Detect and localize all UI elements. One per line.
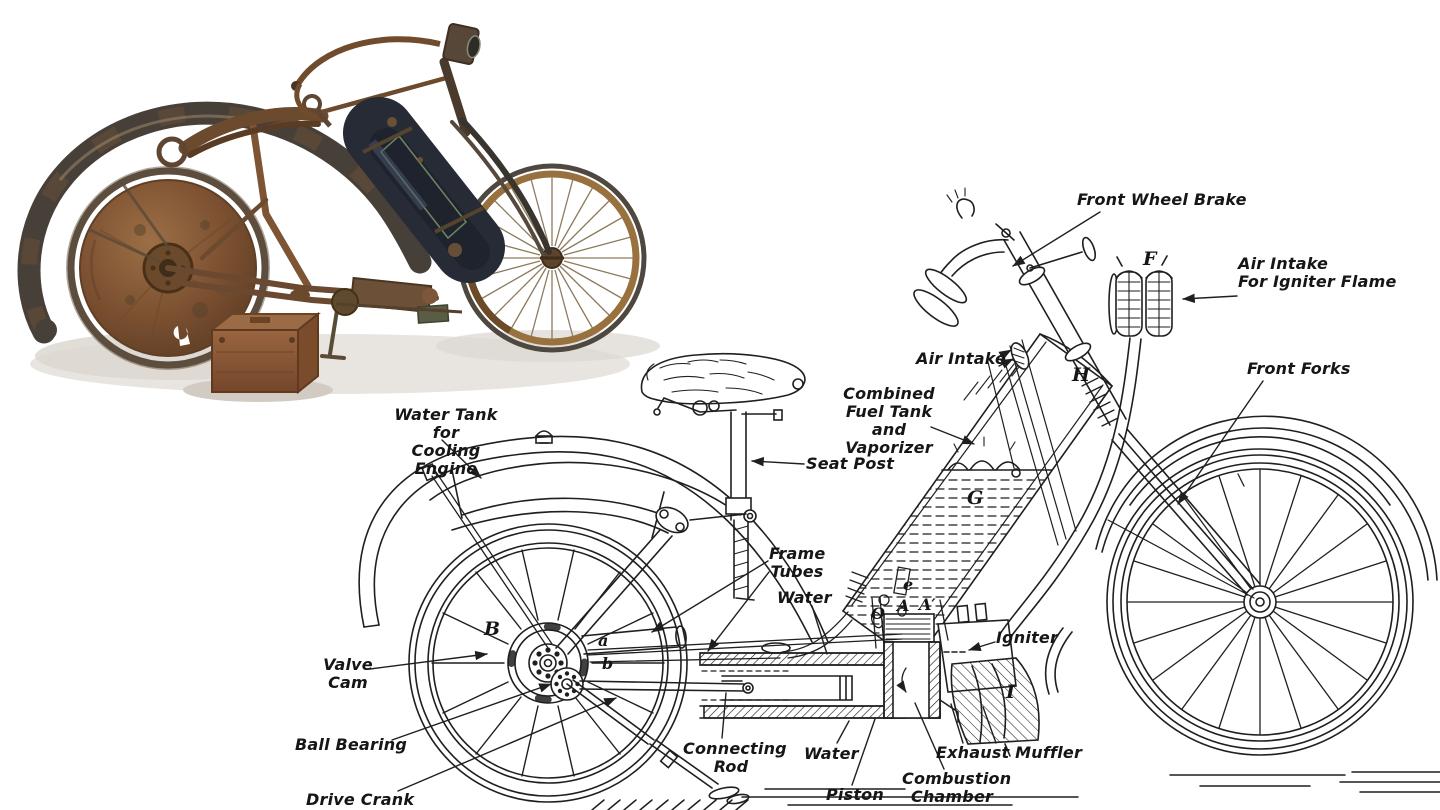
part-letter-b: b [602, 654, 614, 673]
front-forks-tubes [1111, 428, 1261, 596]
handlebars [913, 187, 1097, 327]
label-water-lower: Water [804, 744, 859, 763]
mud-flap [1044, 627, 1073, 695]
part-letter-I: I [1006, 681, 1015, 703]
label-front-wheel-brake: Front Wheel Brake [1077, 190, 1247, 209]
seat-stay-tube [555, 529, 673, 655]
valve-rods [579, 633, 903, 692]
air-intake-drum [999, 255, 1173, 639]
label-ball-bearing: Ball Bearing [295, 735, 407, 754]
label-drive-crank: Drive Crank [306, 790, 415, 809]
photo-battery-box [209, 311, 321, 395]
igniter-flame-pipe [999, 337, 1131, 635]
label-frame-tubes: Frame Tubes [769, 544, 826, 581]
engine-cylinder [699, 642, 941, 719]
part-letter-G: G [967, 487, 984, 509]
label-exhaust-muffler: Exhaust Muffler [936, 743, 1083, 762]
label-valve-cam: Valve Cam [323, 655, 373, 692]
photo-fuel-tank [343, 97, 505, 283]
ground-lines [591, 771, 1440, 810]
exhaust-muffler-shape [950, 657, 1040, 757]
connecting-rod-lines [579, 680, 745, 692]
front-wheel [1106, 448, 1414, 756]
label-combustion-chamber: Combustion Chamber [902, 769, 1012, 806]
piston-detail [721, 675, 853, 701]
label-piston: Piston [826, 785, 884, 804]
photo-frame [165, 57, 552, 360]
label-combined-fuel-tank: Combined Fuel Tank and Vaporizer [843, 384, 935, 457]
label-seat-post: Seat Post [806, 454, 895, 473]
label-water-upper: Water [777, 588, 832, 607]
saddle [640, 352, 806, 416]
seat-post [555, 409, 783, 655]
drive-crank-arm [566, 679, 655, 745]
part-letter-A-prime: A′ [919, 595, 936, 614]
brake-lever [1029, 251, 1083, 269]
label-front-forks: Front Forks [1247, 359, 1351, 378]
vintage-motorcycle-photo [17, 23, 660, 402]
part-letter-B: B [484, 618, 501, 640]
steering-head [995, 223, 1127, 427]
label-igniter: Igniter [996, 628, 1059, 647]
photo-engine-parts [290, 276, 463, 324]
part-letter-e: e [903, 575, 914, 594]
part-letter-O: O [871, 604, 885, 623]
photo-headlamp [442, 23, 481, 65]
label-air-intake: Air Intake [916, 349, 1007, 368]
photo-handlebars [291, 23, 481, 119]
rear-fender-water-tank [358, 430, 829, 649]
part-letter-F: F [1143, 248, 1157, 270]
part-letter-a: a [598, 631, 609, 650]
combustion-chamber-head [883, 613, 959, 723]
part-letter-A: A [897, 596, 910, 615]
vaporizer-fittings [781, 566, 949, 659]
label-air-intake-flame: Air Intake For Igniter Flame [1238, 254, 1397, 291]
small-air-intake-port [1010, 342, 1030, 370]
part-letter-H: H [1072, 364, 1090, 386]
front-fender [1044, 415, 1438, 695]
label-connecting-rod: Connecting Rod [683, 739, 787, 776]
leader-lines [369, 211, 1264, 792]
photo-rear-fender-water-tank [17, 101, 432, 344]
label-water-tank-cooling: Water Tank for Cooling Engine [394, 405, 498, 478]
